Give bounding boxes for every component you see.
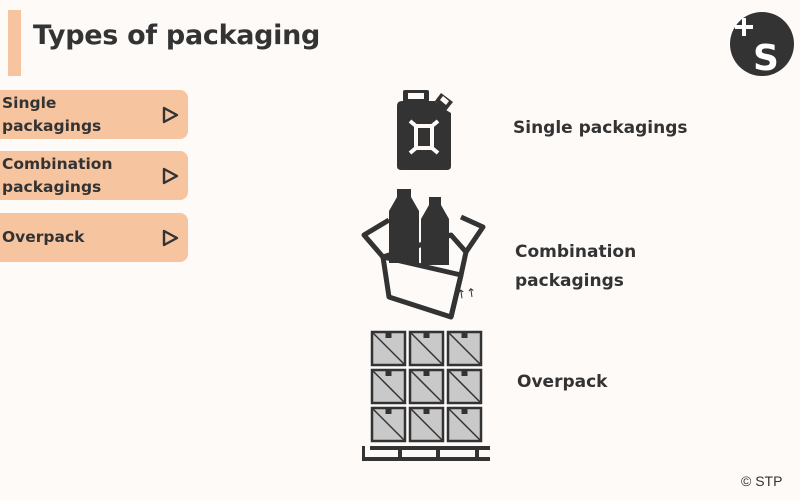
- label-combination-packagings: Combination packagings: [515, 242, 637, 291]
- sidebar-item-overpack[interactable]: Overpack: [0, 213, 188, 262]
- play-triangle-icon: [162, 167, 179, 184]
- pallet-with-boxes-icon: [362, 330, 490, 461]
- pallet-box: [446, 406, 483, 443]
- sidebar-item-label: Single packagings: [2, 93, 102, 135]
- sidebar-item-combination-packagings[interactable]: Combination packagings: [0, 151, 188, 200]
- jerrycan-icon: [397, 90, 453, 170]
- pallet-box: [370, 330, 407, 367]
- pallet-box: [408, 330, 445, 367]
- play-triangle-icon: [162, 106, 179, 123]
- play-triangle-icon: [162, 229, 179, 246]
- label-overpack: Overpack: [517, 372, 608, 392]
- page-title: Types of packaging: [33, 20, 321, 51]
- svg-text:↑↑: ↑↑: [455, 285, 477, 302]
- plus-s-logo-icon: S: [730, 12, 794, 76]
- pallet-box: [370, 368, 407, 405]
- pallet-box: [408, 368, 445, 405]
- pallet-box: [370, 406, 407, 443]
- svg-text:S: S: [753, 38, 779, 76]
- box-with-bottles-icon: ↑↑: [361, 189, 486, 320]
- title-accent-bar: [8, 10, 21, 76]
- sidebar-item-label: Combination packagings: [2, 154, 113, 196]
- copyright-text: © STP: [741, 473, 783, 489]
- pallet-box: [408, 406, 445, 443]
- sidebar-item-label: Overpack: [2, 228, 85, 246]
- pallet-box: [446, 330, 483, 367]
- pallet-box: [446, 368, 483, 405]
- label-single-packagings: Single packagings: [513, 118, 688, 138]
- sidebar-item-single-packagings[interactable]: Single packagings: [0, 90, 188, 139]
